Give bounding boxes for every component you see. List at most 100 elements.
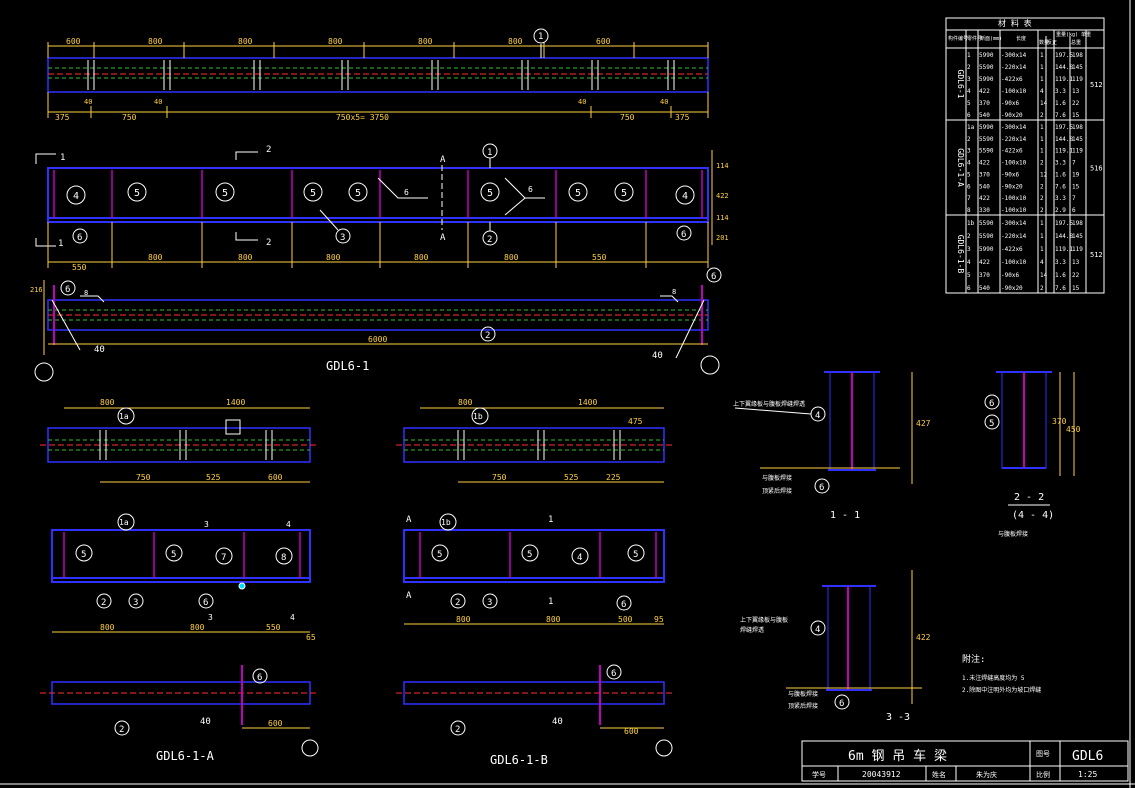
material-cell: 4 [967,88,971,95]
mk-e5c: 5 [310,188,316,199]
material-cell: 6 [1072,207,1076,214]
dim-h4: 201 [716,234,729,242]
ann-s11-b2: 顶紧后焊接 [762,487,792,495]
material-table: 材 料 表 构件编号 零件号 断面(mm) 长度 数量 正 反 重量(kg) 单… [945,17,1105,294]
dim-b-b4: 475 [628,417,643,426]
material-group-total: 516 [1090,165,1103,173]
material-group-name: GDL6-1-A [956,148,965,187]
material-cell: -90x20 [1001,285,1023,292]
material-cell: 7 [967,195,971,202]
material-cell: 6 [967,183,971,190]
section-1-1: 427 4 6 上下翼缘板与腹板焊缝焊透 与腹板焊接 顶紧后焊接 1 - 1 [733,371,931,521]
mk-e6c: 6 [711,272,716,282]
mk-e3: 3 [340,233,345,243]
material-cell: -422x6 [1001,76,1023,83]
note-1: 1.未注焊缝高度均为 5 [962,674,1025,682]
material-cell: 5590 [979,148,994,155]
dim-b-t2: 1400 [578,398,597,407]
material-cell: -100x10 [1001,88,1027,95]
sec-a3-t: 3 [204,520,209,529]
dim-m2: 800 [148,253,163,262]
material-cell: -220x14 [1001,136,1027,143]
th-qty: 数量 正 [1039,39,1057,46]
material-cell: 2 [1040,195,1044,202]
mk-s11-6: 6 [819,483,824,493]
material-cell: -100x10 [1001,207,1027,214]
mk-e5a: 5 [134,188,140,199]
material-cell: 3.3 [1055,160,1066,167]
material-group-total: 512 [1090,251,1103,259]
ann-s33-b2: 顶紧后焊接 [788,702,818,710]
material-cell: 5 [967,272,971,279]
dim-a-b2: 525 [206,473,221,482]
material-cell: 1a [967,124,975,131]
dim-b-e3: 500 [618,615,633,624]
dim-s22-h2: 450 [1066,425,1081,434]
mk-a1a-e: 1a [119,518,129,527]
material-cell: 422 [979,160,990,167]
material-cell: 370 [979,100,990,107]
material-cell: 5990 [979,76,994,83]
section-3-3: 422 4 6 上下翼缘板与腹板 焊缝焊透 与腹板焊接 顶紧后焊接 3 -3 [740,570,931,723]
dim-40-3: 40 [578,98,586,106]
mk-e2: 2 [487,235,492,245]
dim-m6: 800 [504,253,519,262]
material-cell: 144.8 [1055,136,1073,143]
material-cell: -90x20 [1001,112,1023,119]
sec-a-bot: A [440,233,446,243]
dim-s11-h: 427 [916,419,931,428]
material-cell: 3 [967,246,971,253]
dim-b-b3: 225 [606,473,621,482]
ann-s33-b1: 与腹板焊接 [788,690,818,698]
label-sec-2-2: 2 - 2 [1014,492,1044,503]
dim-top-5: 800 [418,37,433,46]
mk-bb6: 6 [611,669,616,679]
title-block: 6m 钢 吊 车 梁 图号 GDL6 学号 20043912 姓名 朱为庆 比例… [801,740,1129,782]
material-cell: -100x10 [1001,160,1027,167]
mk-e5e: 5 [487,188,493,199]
material-cell: 1 [1040,136,1044,143]
material-cell: 1 [967,52,971,59]
label-gdl6-1-a: GDL6-1-A [156,749,215,763]
material-cell: 1 [1040,52,1044,59]
material-cell: 13 [1072,88,1080,95]
material-cell: 2 [967,136,971,143]
material-cell: 12 [1040,171,1048,178]
material-cell: 5590 [979,220,994,227]
material-cell: 1b [967,220,975,227]
note-2: 2.除图中注明外均为坡口焊缝 [962,686,1041,694]
material-cell: 2 [1040,285,1044,292]
dim-40-2: 40 [154,98,162,106]
material-cell: 2 [1040,112,1044,119]
mk-b5a: 5 [437,550,442,560]
material-cell: 145 [1072,136,1083,143]
notes-title: 附注: [962,653,985,665]
dim-m3: 800 [238,253,253,262]
dim-bot-2: 750 [122,113,137,122]
title-block-scale-label: 比例 [1036,770,1050,779]
title-block-name-label: 姓名 [932,770,946,779]
mk-a3: 3 [133,598,138,608]
dim-bb-600: 600 [624,727,639,736]
dim-bot-1: 375 [55,113,70,122]
main-bottom-view: 6000 2 6 8 8 40 40 216 GDL6-1 [30,280,720,382]
sec-2-top: 2 [266,145,271,155]
dim-top-3: 800 [238,37,253,46]
title-block-id-label: 学号 [812,770,826,779]
material-cell: 1.6 [1055,171,1066,178]
dim-top-7: 600 [596,37,611,46]
material-cell: 198 [1072,220,1083,227]
mk-b1b-e: 1b [441,518,451,527]
material-cell: 7.6 [1055,183,1066,190]
material-cell: 2 [1040,183,1044,190]
dim-bot-3: 750x5= 3750 [336,113,389,122]
mark-1-top: 1 [538,32,543,42]
mk-e5f: 5 [575,188,581,199]
gdl6-1-a-view: 800 1400 1a 750 525 600 5 5 7 8 2 3 6 1a… [40,398,319,763]
label-sec-4-4: (4 - 4) [1012,510,1054,521]
mk-b1b: 1b [473,412,483,421]
mk-s33-6: 6 [839,699,844,709]
material-cell: 4 [1040,259,1044,266]
ann-s11-top: 上下翼缘板与腹板焊缝焊透 [733,400,805,408]
dim-a-e1: 800 [100,623,115,632]
